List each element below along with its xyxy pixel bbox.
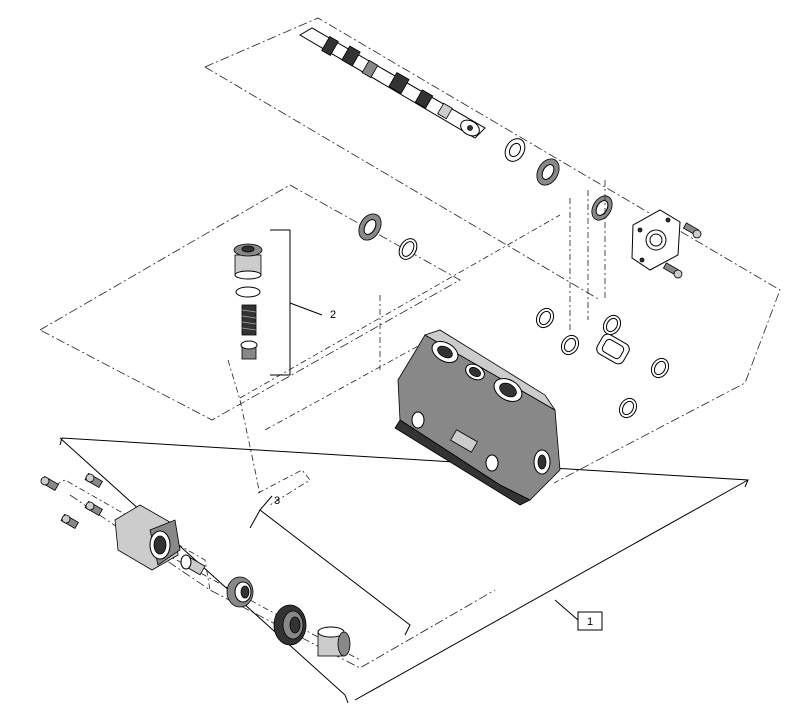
lower-screw-4[interactable] — [60, 513, 79, 530]
body-o-ring-4[interactable] — [648, 355, 672, 380]
spool-seal[interactable] — [588, 192, 617, 224]
spool-washer-1[interactable] — [501, 135, 529, 165]
cap-screw-1[interactable] — [682, 222, 702, 239]
spool-washer-2[interactable] — [532, 155, 563, 189]
relief-o-ring-small[interactable] — [235, 286, 261, 298]
spring-cap-housing[interactable] — [114, 504, 181, 571]
assembly-bracket-1 — [59, 437, 749, 704]
spool-end-cap[interactable] — [631, 209, 681, 271]
body-o-ring-1[interactable] — [533, 305, 557, 330]
relief-o-ring[interactable] — [396, 235, 421, 262]
body-o-ring-3[interactable] — [558, 332, 582, 357]
spool-end-bolt[interactable] — [180, 554, 206, 576]
kit-bracket-2 — [270, 229, 323, 376]
spool-envelope — [204, 17, 781, 484]
relief-spring[interactable] — [241, 304, 257, 336]
valve-body[interactable] — [394, 329, 561, 506]
callout-1-label: 1 — [587, 616, 593, 628]
relief-washer-1[interactable] — [354, 210, 385, 244]
cap-screw-2[interactable] — [662, 262, 683, 279]
spring-retainer[interactable] — [317, 626, 351, 657]
lower-screw-3[interactable] — [84, 500, 103, 517]
relief-plug[interactable] — [233, 243, 263, 280]
callout-2-label: 2 — [330, 309, 336, 321]
lower-screw-2[interactable] — [84, 472, 103, 489]
relief-projection-lines — [227, 180, 606, 506]
lower-screw-1[interactable] — [40, 475, 59, 492]
valve-spool[interactable] — [299, 27, 486, 139]
body-o-ring-5[interactable] — [616, 395, 640, 420]
centering-spring[interactable] — [273, 604, 307, 646]
callout-3-label: 3 — [274, 495, 280, 507]
spring-seat[interactable] — [226, 576, 254, 608]
lower-envelope — [54, 479, 496, 669]
body-o-ring-2[interactable] — [600, 312, 624, 337]
relief-envelope — [39, 184, 461, 421]
kit-bracket-3 — [249, 495, 411, 636]
body-gasket[interactable] — [595, 332, 632, 366]
relief-poppet[interactable] — [240, 340, 258, 360]
callout-1[interactable]: 1 — [577, 611, 603, 631]
